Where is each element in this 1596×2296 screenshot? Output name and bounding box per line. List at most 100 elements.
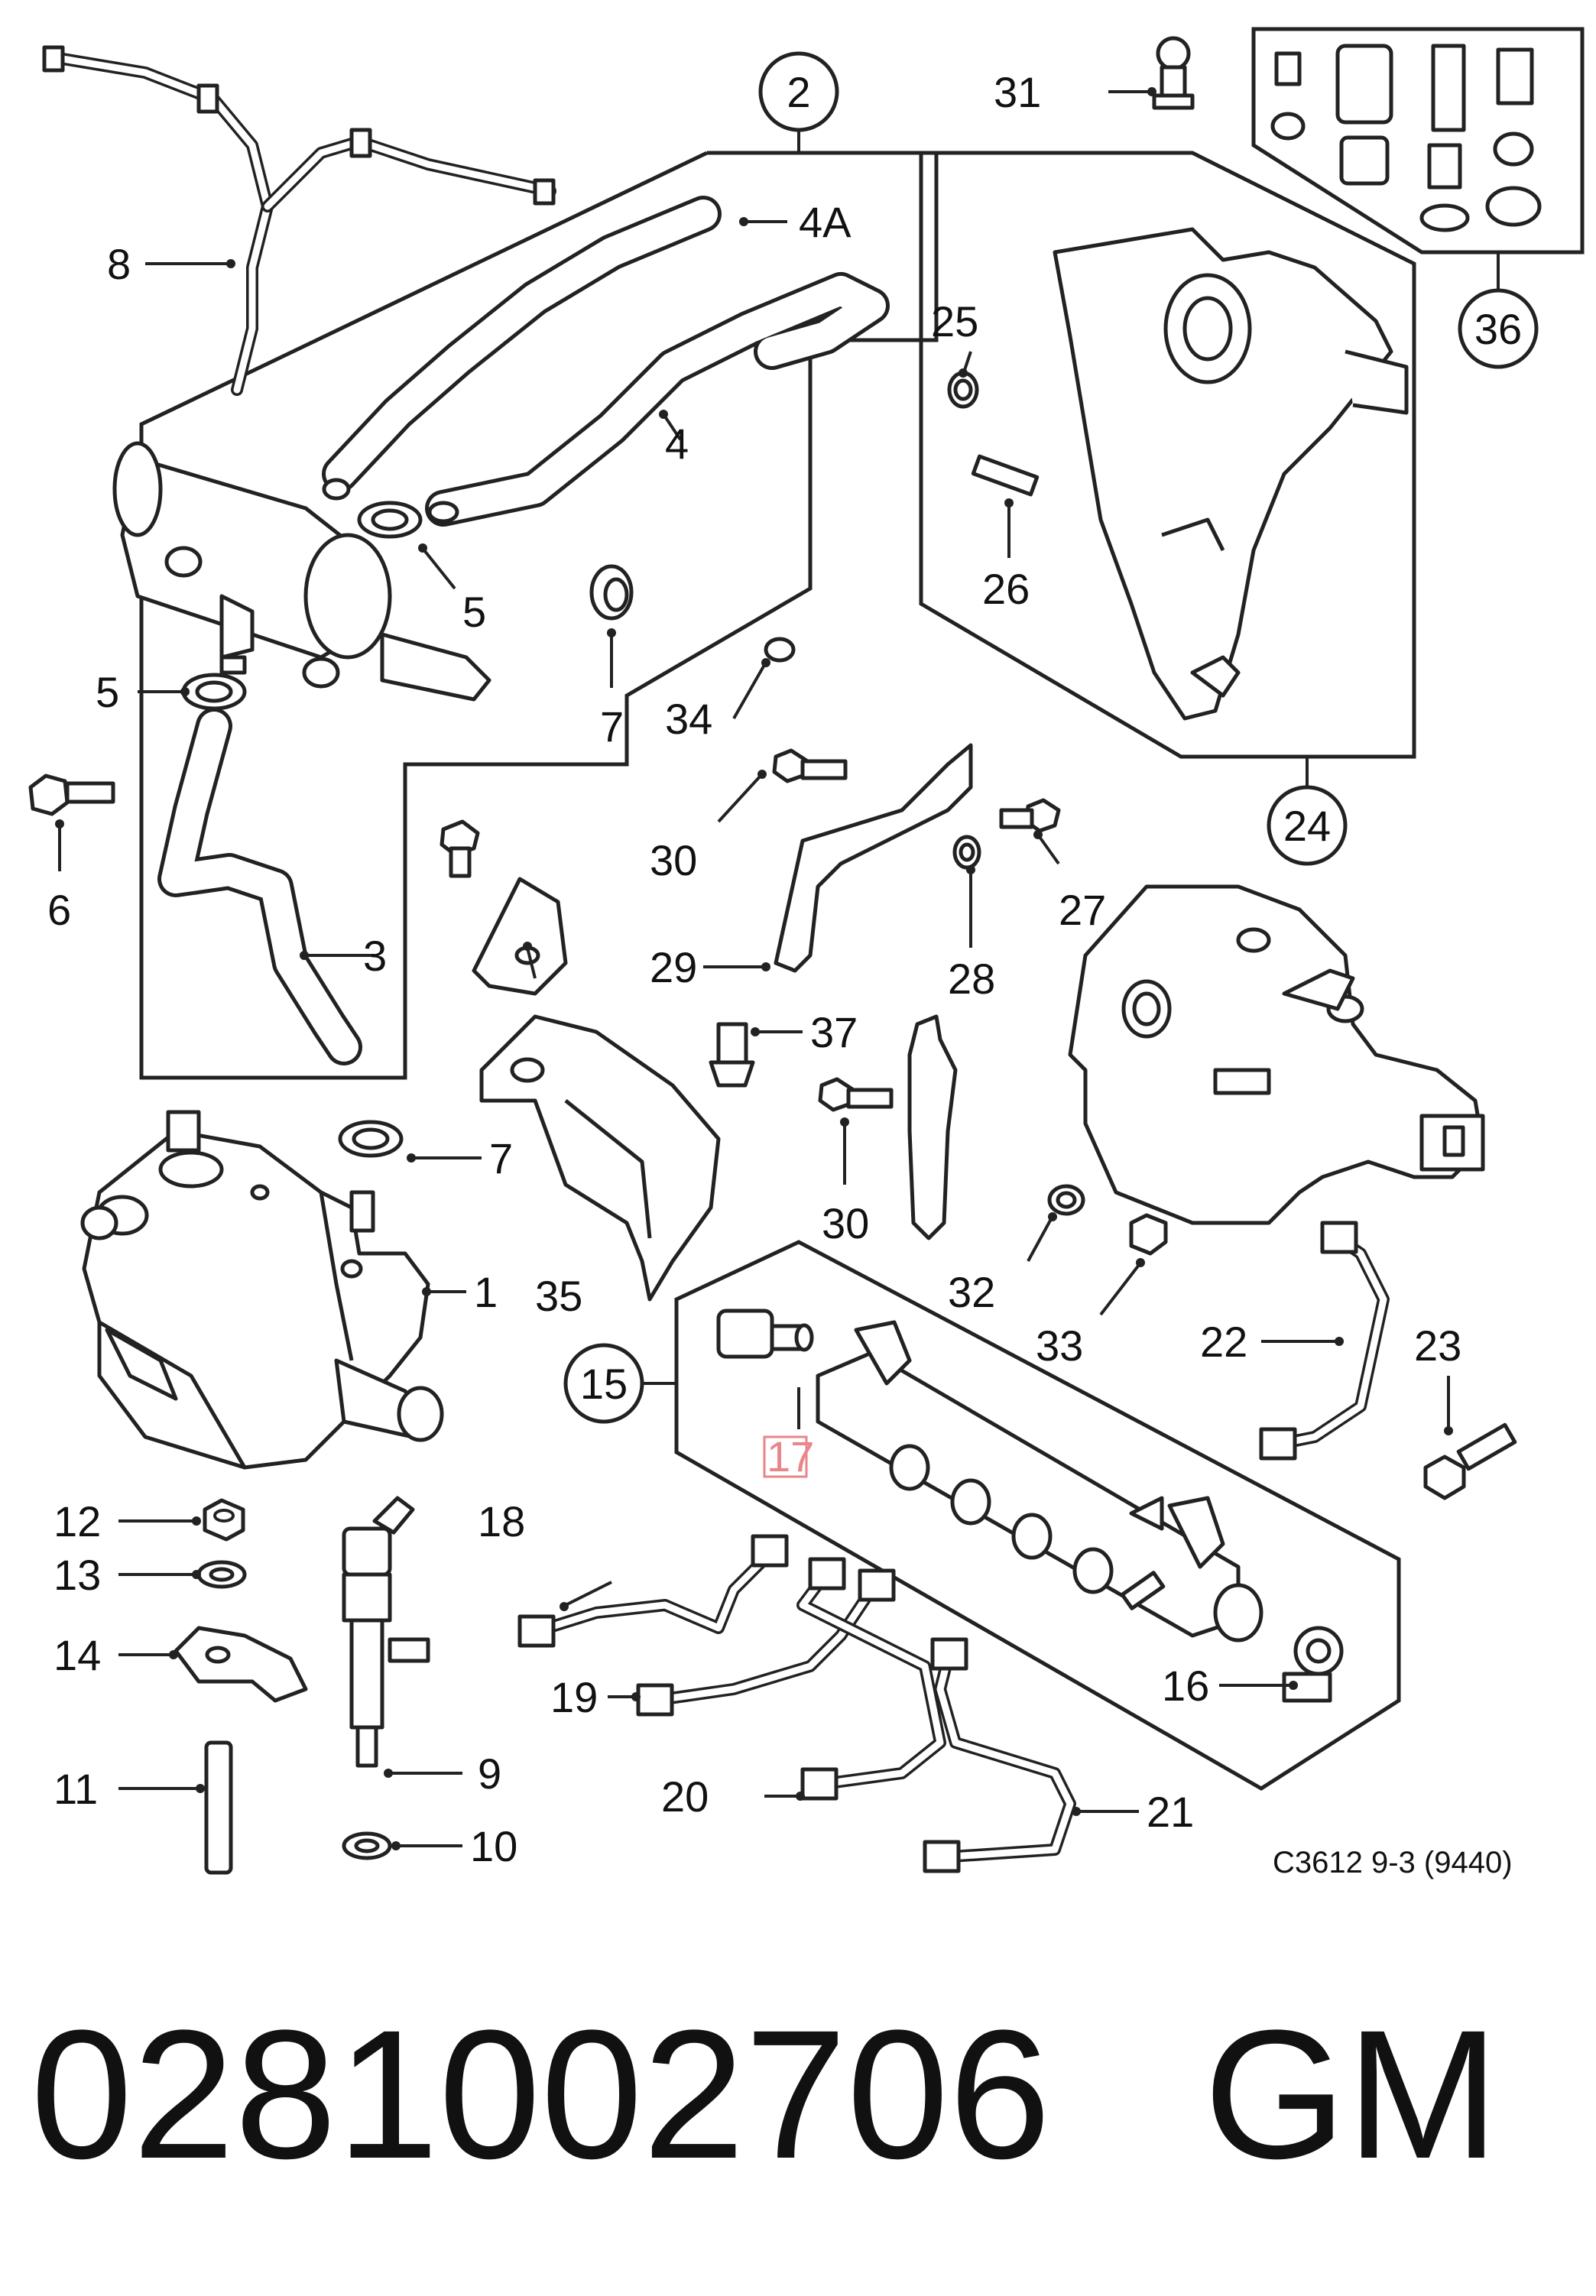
label-26: 26 (982, 565, 1030, 613)
part-3-hose (157, 708, 362, 1065)
label-35: 35 (535, 1272, 582, 1320)
part-37-sensor (709, 1022, 755, 1088)
label-10: 10 (470, 1822, 517, 1870)
label-11: 11 (54, 1765, 98, 1813)
label-21: 21 (1147, 1788, 1194, 1836)
part-34-ring (764, 637, 796, 663)
footer-part-number: 0281002706 (31, 1992, 1051, 2197)
callout-15: 15 (563, 1343, 676, 1424)
part-10-washer (342, 1831, 392, 1860)
part-21-injector-pipe (923, 1637, 1076, 1873)
part-4a-hose (322, 196, 722, 492)
label-12: 12 (54, 1497, 101, 1545)
part-8-return-pipe (42, 45, 556, 396)
callout-24: 24 (1267, 785, 1348, 866)
part-7-clamp-lower (338, 1120, 404, 1158)
diagram-caption: C3612 9-3 (9440) (1273, 1846, 1513, 1879)
label-1: 1 (474, 1268, 498, 1316)
group-box-2 (139, 130, 939, 1080)
label-6: 6 (47, 886, 71, 934)
part-4-hose (425, 272, 890, 527)
part-30-bolt-upper (772, 748, 848, 783)
part-5-clamp-upper (357, 501, 423, 539)
part-17-pressure-sensor (716, 1309, 814, 1359)
part-22-pipe (1259, 1221, 1390, 1461)
label-5-upper: 5 (462, 588, 486, 636)
part-36-kit-items (1270, 44, 1542, 232)
label-28: 28 (948, 955, 995, 1003)
label-30-upper: 30 (650, 836, 697, 884)
part-20-injector-pipe (796, 1557, 946, 1801)
label-5-lower: 5 (96, 668, 119, 716)
label-25: 25 (931, 297, 978, 345)
part-1-high-pressure-pump (80, 1110, 444, 1470)
part-33-nut (1129, 1213, 1168, 1256)
part-13-washer (196, 1560, 247, 1589)
right-pump-assembly (1068, 884, 1485, 1225)
label-29: 29 (650, 943, 697, 991)
label-30-lower: 30 (822, 1199, 869, 1247)
label-7-upper: 7 (600, 702, 624, 751)
label-13: 13 (54, 1551, 101, 1599)
part-35-bracket (479, 1014, 721, 1302)
callout-36: 36 (1458, 288, 1539, 369)
label-19: 19 (550, 1673, 598, 1721)
part-9-injector (342, 1496, 430, 1768)
footer-brand: GM (1203, 1992, 1500, 2197)
label-31: 31 (994, 68, 1041, 116)
label-20: 20 (661, 1772, 709, 1821)
label-32: 32 (948, 1268, 995, 1316)
label-16: 16 (1162, 1662, 1209, 1710)
part-27-bolt (999, 798, 1061, 833)
part-11-stud (204, 1740, 233, 1875)
label-8: 8 (107, 240, 131, 288)
label-7-lower: 7 (489, 1134, 513, 1182)
part-labels: 8 4A 4 5 5 6 3 7 7 1 34 25 26 27 28 29 3… (47, 68, 1461, 1870)
callout-2: 2 (758, 51, 839, 132)
part-12-nut (203, 1498, 245, 1542)
part-32-washer (1047, 1184, 1085, 1216)
part-14-clamp (174, 1626, 308, 1703)
leader-lines (55, 87, 1453, 1850)
group-box-24 (919, 151, 1416, 787)
group-box-36 (1251, 27, 1585, 290)
bracket-bolt-upper (440, 819, 480, 878)
label-3: 3 (363, 932, 387, 980)
callout-2-text: 2 (787, 68, 810, 116)
part-26-stud (971, 454, 1040, 497)
label-27: 27 (1059, 886, 1106, 934)
strap-bracket (907, 1014, 958, 1240)
label-4a: 4A (799, 198, 852, 246)
label-9: 9 (478, 1750, 501, 1798)
part-31-ball-stud (1152, 36, 1195, 110)
label-17-highlight-box (763, 1435, 808, 1478)
label-37: 37 (810, 1008, 858, 1056)
fuel-filter-housing (112, 441, 491, 702)
label-14: 14 (54, 1631, 101, 1679)
bracket-small-upper (472, 877, 568, 996)
part-5-clamp-lower (181, 673, 247, 711)
label-18: 18 (478, 1497, 525, 1545)
part-19-injector-pipe (636, 1568, 896, 1717)
label-22: 22 (1200, 1318, 1247, 1366)
part-25-plug (947, 371, 979, 409)
label-34: 34 (665, 695, 712, 743)
label-4: 4 (665, 420, 689, 468)
part-24-mounting-bracket (1053, 227, 1409, 721)
callout-36-text: 36 (1474, 305, 1522, 353)
callout-24-text: 24 (1283, 802, 1331, 850)
part-6-bolt (28, 773, 115, 816)
part-7-clamp-upper (589, 564, 634, 621)
label-17: 17 (767, 1432, 814, 1480)
label-33: 33 (1036, 1321, 1083, 1370)
callout-15-text: 15 (580, 1360, 628, 1408)
part-15-fuel-rail (816, 1320, 1264, 1643)
part-28-washer (952, 835, 981, 870)
part-29-bracket (774, 743, 973, 973)
part-30-bolt-lower (818, 1077, 894, 1112)
part-23-bolt (1423, 1422, 1517, 1500)
label-23: 23 (1414, 1321, 1461, 1370)
group-box-15 (674, 1240, 1401, 1791)
